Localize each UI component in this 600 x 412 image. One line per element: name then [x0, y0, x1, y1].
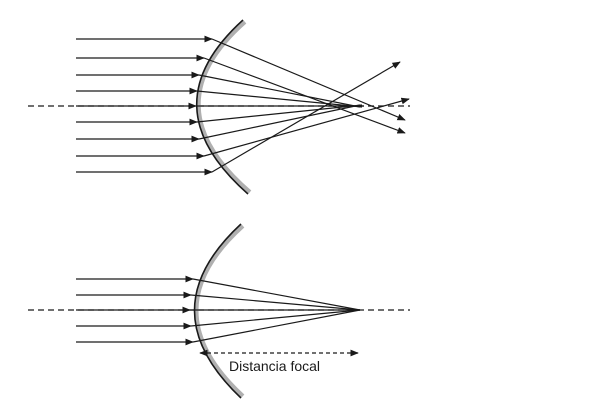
reflected-ray: [196, 104, 363, 123]
reflected-rays-top: [196, 38, 410, 173]
parabolic-mirror-panel: [28, 223, 410, 399]
reflected-ray: [190, 309, 361, 327]
reflected-ray: [190, 294, 361, 311]
incoming-rays-bottom: [76, 275, 194, 346]
reflected-ray: [211, 61, 401, 173]
reflected-ray: [196, 90, 363, 108]
reflected-ray: [192, 278, 361, 311]
reflected-ray: [198, 104, 361, 140]
reflected-ray: [203, 97, 410, 157]
reflected-ray: [211, 38, 406, 121]
mirror-shadow-top: [196, 20, 252, 194]
reflected-ray: [192, 309, 361, 343]
spherical-mirror-panel: [28, 19, 410, 195]
reflected-rays-bottom: [190, 278, 361, 343]
incoming-rays-top: [76, 35, 213, 176]
focal-distance-label: Distancia focal: [229, 358, 321, 374]
